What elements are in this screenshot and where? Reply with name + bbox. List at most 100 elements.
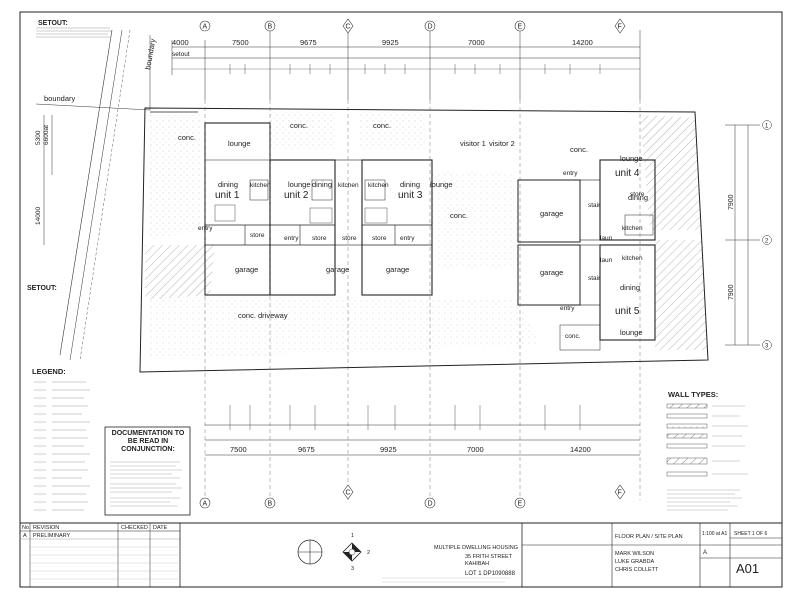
unit3-garage: garage [386,265,409,274]
unit5-lounge: lounge [620,328,643,337]
unit-4-plan [517,159,656,243]
grid-markers-top: A B C D E F [199,18,626,34]
grid-a-bottom: A [203,501,208,508]
unit4-store: store [630,191,645,198]
legend: LEGEND: [32,367,90,511]
grid-d-bottom: D [428,501,433,508]
tb-rev-desc: PRELIMINARY [33,533,71,539]
unit3-entry: entry [400,235,415,242]
grid-e-top: E [518,24,523,31]
dim-top-4: 9925 [382,38,399,47]
tb-drawing-title: FLOOR PLAN / SITE PLAN [615,534,683,540]
unit1-dining: dining [218,180,238,189]
setout-title: SETOUT: [38,20,68,27]
unit2-dining: dining [312,180,332,189]
conc-label-4: conc. [450,211,468,220]
unit1-lounge: lounge [228,139,251,148]
tb-lot: LOT 1 DP1090888 [465,571,516,577]
unit4-stair: stair [588,202,601,209]
tb-drawing-no: A01 [736,561,759,576]
north-marker-1: 1 [351,533,354,539]
unit3-lounge: lounge [430,180,453,189]
unit5-stair: stair [588,275,601,282]
tb-date-label: DATE [153,525,168,531]
top-dimensions: 4000 7500 9675 9925 7000 14200 setout [171,30,641,100]
visitor-1-label: visitor 1 [460,139,486,148]
unit3-store: store [372,235,387,242]
north-marker-3: 3 [351,566,354,572]
right-dimensions: 7900 7900 1 2 3 [725,120,772,350]
conc-label-1: conc. [178,133,196,142]
legend-title: LEGEND: [32,367,66,376]
bottom-dimensions: 7500 9675 9925 7000 14200 [205,405,640,456]
unit2-garage: garage [326,265,349,274]
tb-project: MULTIPLE DWELLING HOUSING [434,545,518,551]
grid-c-top: C [346,24,351,31]
unit5-kitchen: kitchen [622,255,643,262]
grid-d-top: D [428,24,433,31]
tb-client-3: CHRIS COLLETT [615,567,659,573]
dim-top-2: 7500 [232,38,249,47]
documentation-title: DOCUMENTATION TO BE READ IN CONJUNCTION: [111,430,185,453]
tb-address1: 35 FRITH STREET [465,554,513,560]
grid-c-bottom: C [346,490,351,497]
grid-e-bottom: E [518,501,523,508]
grid-b-top: B [268,24,273,31]
grid-1-right: 1 [765,124,769,130]
title-block: No. REVISION CHECKED DATE A PRELIMINARY … [19,522,783,588]
unit-4-label: unit 4 [615,168,640,179]
tb-address2: KAHIBAH [465,561,489,567]
dim-bottom-5: 14200 [570,445,591,454]
dim-top-6: 14200 [572,38,593,47]
boundary-label-left: boundary [44,94,76,103]
north-marker-2: 2 [367,550,370,556]
unit-5-label: unit 5 [615,306,640,317]
grid-lines [204,100,641,500]
dim-bottom-3: 9925 [380,445,397,454]
unit3-store-a: store [342,235,357,242]
tb-client-2: LUKE GRABDA [615,559,654,565]
unit-3-plan [334,159,433,296]
unit5-laun: laun [600,257,613,264]
dim-left-14000: 14000 [35,207,42,225]
unit-2-label: unit 2 [284,190,309,201]
unit1-kitchen: kitchen [250,182,271,189]
conc-label-3: conc. [290,121,308,130]
tb-rev-no: A [23,533,27,539]
unit1-garage: garage [235,265,258,274]
tb-sheet: SHEET 1 OF 6 [734,531,767,537]
unit5-dining: dining [620,283,640,292]
dim-top-5: 7000 [468,38,485,47]
tb-no-label: No. [22,525,31,531]
dim-bottom-2: 9675 [298,445,315,454]
unit5-garage: garage [540,268,563,277]
unit4-garage: garage [540,209,563,218]
wall-types-title: WALL TYPES: [668,390,718,399]
grid-a-top: A [203,24,208,31]
unit2-entry: entry [284,235,299,242]
dim-top-1: 4000 [172,38,189,47]
wall-types: WALL TYPES: [666,390,748,511]
unit5-entry: entry [560,305,575,312]
unit-5-plan [517,244,656,351]
tb-revision: A [703,550,707,556]
unit2-kitchen: kitchen [338,182,359,189]
driveway-label: conc. driveway [238,311,288,320]
grid-markers-bottom: A B C D E F [199,484,626,509]
dim-right-2: 7900 [728,284,735,300]
grid-f-top: F [618,24,622,31]
setout-note: SETOUT: [36,20,112,38]
grid-3-right: 3 [765,344,769,350]
unit4-lounge: lounge [620,154,643,163]
grid-2-right: 2 [765,239,769,245]
setout-label: setout [172,51,190,58]
tb-checked-label: CHECKED [121,525,148,531]
unit4-entry: entry [563,170,578,177]
conc-label-5: conc. [570,145,588,154]
boundary-label-top: boundary [143,38,157,71]
visitor-2-label: visitor 2 [489,139,515,148]
setout-side-title: SETOUT: [27,285,57,292]
documentation-box: DOCUMENTATION TO BE READ IN CONJUNCTION: [104,426,191,516]
unit2-store: store [312,235,327,242]
